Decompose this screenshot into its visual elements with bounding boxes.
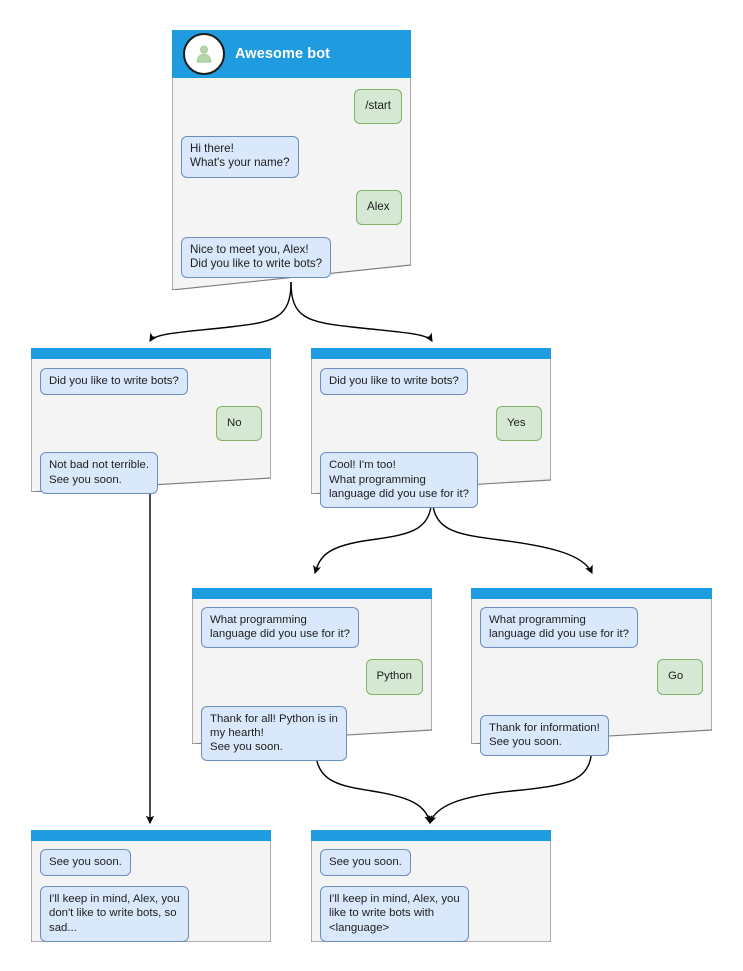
message-row: Hi there! What's your name?: [181, 136, 402, 178]
message-row: See you soon.: [40, 849, 262, 877]
bot-header-bar: Awesome bot: [172, 30, 411, 78]
message-row: What programming language did you use fo…: [201, 607, 423, 649]
message-row: What programming language did you use fo…: [480, 607, 703, 649]
node-title-bar: [311, 348, 551, 359]
message-row: Go: [480, 659, 703, 695]
bot-message-bubble[interactable]: I'll keep in mind, Alex, you like to wri…: [320, 886, 469, 942]
chat-transcript: What programming language did you use fo…: [471, 599, 712, 766]
bot-message-bubble[interactable]: Cool! I'm too! What programming language…: [320, 452, 478, 509]
user-avatar-icon: [183, 33, 225, 75]
user-message-bubble[interactable]: Alex: [356, 189, 402, 225]
edge-root-to-no: [149, 281, 292, 342]
bot-message-bubble[interactable]: Hi there! What's your name?: [181, 136, 299, 178]
bot-message-bubble[interactable]: Did you like to write bots?: [320, 368, 468, 396]
bot-message-bubble[interactable]: See you soon.: [320, 849, 411, 877]
message-row: Python: [201, 659, 423, 695]
message-row: Alex: [181, 189, 402, 225]
node-end-no[interactable]: See you soon. I'll keep in mind, Alex, y…: [31, 830, 271, 942]
node-title-bar: [192, 588, 432, 599]
chat-transcript: What programming language did you use fo…: [192, 599, 432, 771]
node-title-bar: [31, 830, 271, 841]
bot-message-bubble[interactable]: Not bad not terrible. See you soon.: [40, 452, 159, 494]
bot-message-bubble[interactable]: See you soon.: [40, 849, 131, 877]
message-row: Thank for information! See you soon.: [480, 714, 703, 757]
user-message-bubble[interactable]: /start: [354, 89, 402, 125]
message-row: /start: [181, 89, 402, 125]
user-message-bubble[interactable]: Go: [657, 659, 703, 695]
message-row: Nice to meet you, Alex! Did you like to …: [181, 236, 402, 279]
node-python-branch[interactable]: What programming language did you use fo…: [192, 588, 432, 762]
node-title-bar: [311, 830, 551, 841]
message-row: Did you like to write bots?: [320, 368, 542, 396]
chat-transcript: See you soon. I'll keep in mind, Alex, y…: [31, 841, 271, 952]
message-row: Yes: [320, 406, 542, 442]
bot-message-bubble[interactable]: Nice to meet you, Alex! Did you like to …: [181, 236, 332, 279]
message-row: I'll keep in mind, Alex, you don't like …: [40, 886, 262, 942]
user-message-bubble[interactable]: Python: [365, 659, 423, 695]
message-row: Cool! I'm too! What programming language…: [320, 452, 542, 509]
bot-message-bubble[interactable]: Did you like to write bots?: [40, 368, 188, 396]
bot-message-bubble[interactable]: What programming language did you use fo…: [201, 607, 359, 649]
bot-message-bubble[interactable]: I'll keep in mind, Alex, you don't like …: [40, 886, 189, 942]
message-row: Thank for all! Python is in my hearth! S…: [201, 705, 423, 762]
node-yes-branch[interactable]: Did you like to write bots? Yes Cool! I'…: [311, 348, 551, 509]
message-row: I'll keep in mind, Alex, you like to wri…: [320, 886, 542, 942]
chat-transcript: Did you like to write bots? No Not bad n…: [31, 359, 271, 504]
bot-message-bubble[interactable]: Thank for all! Python is in my hearth! S…: [201, 705, 347, 762]
message-row: No: [40, 406, 262, 442]
bot-name-label: Awesome bot: [235, 46, 331, 62]
node-title-bar: [31, 348, 271, 359]
node-title-bar: [471, 588, 712, 599]
node-no-branch[interactable]: Did you like to write bots? No Not bad n…: [31, 348, 271, 494]
node-go-branch[interactable]: What programming language did you use fo…: [471, 588, 712, 757]
node-end-yes[interactable]: See you soon. I'll keep in mind, Alex, y…: [311, 830, 551, 942]
bot-message-bubble[interactable]: Thank for information! See you soon.: [480, 714, 609, 757]
chat-transcript: See you soon. I'll keep in mind, Alex, y…: [311, 841, 551, 952]
user-message-bubble[interactable]: No: [216, 406, 262, 442]
user-message-bubble[interactable]: Yes: [496, 406, 542, 442]
bot-message-bubble[interactable]: What programming language did you use fo…: [480, 607, 638, 649]
chat-transcript: Did you like to write bots? Yes Cool! I'…: [311, 359, 551, 518]
message-row: Not bad not terrible. See you soon.: [40, 452, 262, 494]
message-row: Did you like to write bots?: [40, 368, 262, 396]
chat-transcript: /start Hi there! What's your name? Alex …: [172, 78, 411, 279]
node-root[interactable]: Awesome bot /start Hi there! What's your…: [172, 30, 411, 290]
message-row: See you soon.: [320, 849, 542, 877]
edge-root-to-yes: [290, 281, 433, 342]
